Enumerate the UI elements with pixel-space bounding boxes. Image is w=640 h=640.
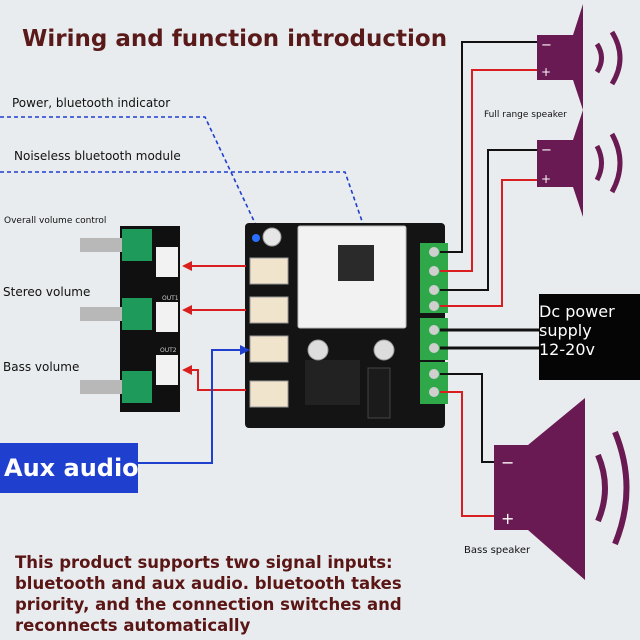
label-bluetooth-module: Noiseless bluetooth module bbox=[14, 149, 181, 163]
capacitor bbox=[373, 339, 395, 361]
speaker-plus-icon: + bbox=[501, 509, 514, 528]
speaker-minus-icon: − bbox=[501, 453, 514, 472]
pot-connector bbox=[156, 302, 178, 332]
label-bass-volume: Bass volume bbox=[3, 360, 80, 374]
speaker-cone bbox=[528, 398, 585, 580]
pot-green bbox=[122, 298, 152, 330]
sound-wave-icon bbox=[594, 144, 604, 182]
bluetooth-chip bbox=[338, 245, 374, 281]
aux-input-line bbox=[138, 349, 244, 464]
footer-line4: reconnects automatically bbox=[15, 616, 251, 635]
signal-arrow-head bbox=[182, 365, 192, 375]
speaker-minus-icon: − bbox=[541, 38, 552, 53]
chip-module bbox=[367, 367, 391, 419]
label-bass-speaker: Bass speaker bbox=[464, 545, 531, 556]
dc-power-line3: 12-20v bbox=[539, 340, 595, 359]
aux-audio-box: Aux audio bbox=[0, 443, 138, 493]
speaker-wire bbox=[440, 373, 497, 463]
board-connector bbox=[249, 296, 289, 324]
terminal-screw bbox=[429, 387, 439, 397]
footer-note: This product supports two signal inputs:… bbox=[15, 552, 435, 636]
speaker-wire bbox=[440, 179, 540, 307]
speaker-wire bbox=[440, 69, 540, 272]
speaker-minus-icon: − bbox=[541, 143, 552, 158]
speaker-magnet bbox=[537, 140, 573, 187]
board-connector bbox=[249, 335, 289, 363]
label-power-indicator: Power, bluetooth indicator bbox=[12, 96, 171, 110]
capacitor bbox=[307, 339, 329, 361]
pot-shaft bbox=[80, 238, 122, 252]
indicator-led bbox=[252, 234, 260, 242]
board-connector bbox=[249, 257, 289, 285]
sound-wave-icon bbox=[609, 132, 623, 194]
speaker-wire bbox=[440, 41, 540, 253]
pot-connector bbox=[156, 355, 178, 385]
speaker-wire bbox=[440, 391, 497, 517]
pot-connector bbox=[156, 247, 178, 277]
signal-arrow bbox=[186, 369, 246, 391]
out1-marking: OUT1 bbox=[162, 295, 179, 302]
board-connector bbox=[249, 380, 289, 408]
signal-arrow-head bbox=[182, 261, 192, 271]
page-title: Wiring and function introduction bbox=[22, 26, 448, 52]
label-full-range-speaker: Full range speaker bbox=[484, 110, 567, 120]
sound-wave-icon bbox=[594, 42, 604, 74]
dc-power-line1: Dc power bbox=[539, 302, 615, 321]
sound-wave-icon bbox=[612, 430, 630, 546]
pot-green bbox=[122, 371, 152, 403]
signal-arrow-head bbox=[182, 305, 192, 315]
terminal-block bbox=[420, 362, 448, 404]
terminal-screw bbox=[429, 285, 439, 295]
footer-line1: This product supports two signal inputs: bbox=[15, 553, 393, 572]
sound-wave-icon bbox=[595, 453, 608, 523]
terminal-screw bbox=[429, 266, 439, 276]
footer-line3: priority, and the connection switches an… bbox=[15, 595, 402, 614]
inductor-bank bbox=[305, 360, 360, 405]
out2-marking: OUT2 bbox=[160, 347, 177, 354]
indicator-line-power bbox=[0, 116, 263, 239]
aux-input-arrow-head bbox=[240, 345, 250, 355]
speaker-magnet bbox=[494, 445, 528, 530]
terminal-screw bbox=[429, 301, 439, 311]
dc-power-line2: supply bbox=[539, 321, 592, 340]
terminal-block bbox=[420, 318, 448, 360]
pot-shaft bbox=[80, 380, 122, 394]
terminal-screw bbox=[429, 343, 439, 353]
speaker-magnet bbox=[537, 35, 573, 80]
sound-wave-icon bbox=[609, 30, 623, 86]
capacitor bbox=[262, 227, 282, 247]
label-overall-volume: Overall volume control bbox=[4, 216, 107, 226]
speaker-cone bbox=[573, 110, 583, 217]
speaker-plus-icon: + bbox=[541, 172, 551, 186]
speaker-plus-icon: + bbox=[541, 65, 551, 79]
speaker-wire bbox=[440, 149, 540, 291]
dc-power-box: Dc power supply 12-20v bbox=[539, 294, 640, 380]
terminal-screw bbox=[429, 369, 439, 379]
pot-shaft bbox=[80, 307, 122, 321]
label-stereo-volume: Stereo volume bbox=[3, 285, 91, 299]
terminal-screw bbox=[429, 247, 439, 257]
pot-green bbox=[122, 229, 152, 261]
terminal-screw bbox=[429, 325, 439, 335]
footer-line2: bluetooth and aux audio. bluetooth takes bbox=[15, 574, 402, 593]
speaker-cone bbox=[573, 4, 583, 110]
